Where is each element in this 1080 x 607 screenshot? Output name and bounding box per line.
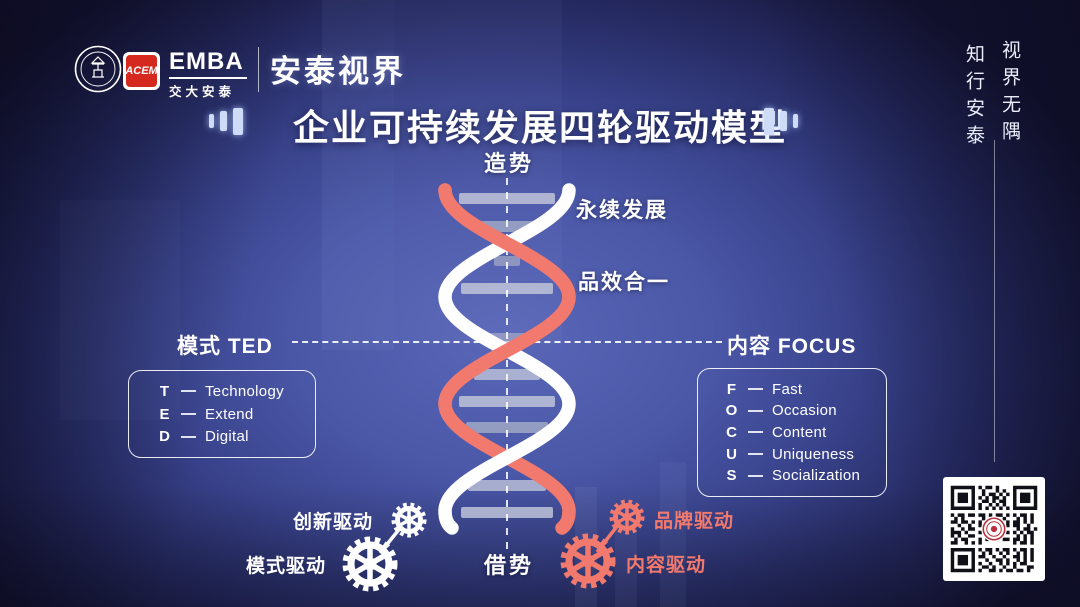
driver-label-innovation: 创新驱动: [293, 512, 374, 533]
ted-row: E Extend: [157, 406, 315, 423]
dna-label-top: 造势: [484, 151, 535, 176]
deco-bar: [764, 107, 774, 135]
connector-line: [748, 431, 763, 434]
gears-white: [342, 502, 427, 592]
ted-word: Digital: [205, 428, 249, 446]
page-title: 企业可持续发展四轮驱动模型: [292, 107, 788, 148]
brand-logotype: 安泰视界: [270, 54, 406, 89]
dna-helix-graphic: [438, 178, 576, 553]
focus-row: F Fast: [724, 381, 886, 398]
acem-logo-badge: ACEM: [123, 52, 160, 90]
focus-row: U Uniqueness: [724, 446, 886, 463]
dna-label-right-1: 永续发展: [576, 199, 668, 222]
focus-letter: F: [726, 380, 737, 398]
emba-text: EMBA: [169, 48, 244, 75]
focus-row: C Content: [724, 424, 886, 441]
focus-box: F Fast O Occasion C Content U Uniqueness…: [697, 368, 887, 497]
ted-box: T Technology E Extend D Digital: [128, 370, 316, 458]
dna-strand-white: [438, 183, 576, 535]
connector-line: [181, 435, 196, 438]
slogan-col-right: 视界无隅: [999, 40, 1020, 148]
deco-bar: [793, 114, 798, 128]
focus-letter: O: [725, 402, 738, 420]
driver-label-content: 内容驱动: [626, 555, 707, 576]
connector-line: [748, 474, 763, 477]
bg-building-shape: [660, 462, 686, 607]
focus-word: Fast: [772, 380, 803, 398]
deco-bar: [220, 111, 227, 131]
title-deco-bars-right: [764, 106, 798, 136]
ted-row: T Technology: [157, 383, 315, 400]
ted-letter: D: [159, 428, 170, 446]
connector-line: [748, 388, 763, 391]
focus-word: Occasion: [772, 402, 837, 420]
focus-word: Socialization: [772, 467, 861, 485]
university-seal-icon: [74, 45, 122, 98]
dna-label-right-2: 品效合一: [578, 271, 670, 294]
connector-line: [181, 413, 196, 415]
focus-row: O Occasion: [724, 402, 886, 419]
connector-line: [181, 390, 196, 393]
gear-large-icon: [560, 533, 616, 589]
dna-label-bottom: 借势: [484, 553, 535, 578]
emba-underline: [169, 77, 247, 79]
focus-heading: 内容 FOCUS: [727, 335, 857, 358]
connector-line: [748, 409, 763, 412]
driver-label-model: 模式驱动: [246, 556, 327, 577]
gear-large-icon: [342, 536, 398, 592]
ted-word: Technology: [205, 382, 284, 400]
focus-letter: C: [726, 423, 737, 441]
connector-line: [748, 453, 763, 456]
emba-logo: EMBA 交大安泰: [169, 50, 249, 100]
dna-strand-coral-over: [438, 183, 576, 411]
gear-small-icon: [391, 502, 427, 538]
focus-row: S Socialization: [724, 467, 886, 484]
deco-bar: [209, 114, 214, 128]
slogan-col-left: 知行安泰: [963, 44, 984, 152]
title-deco-bars-left: [209, 106, 243, 136]
ted-row: D Digital: [157, 428, 315, 445]
deco-bar: [780, 111, 787, 131]
dna-rungs: [459, 193, 555, 518]
focus-letter: U: [726, 445, 737, 463]
header-divider: [258, 47, 259, 92]
ted-letter: E: [159, 405, 170, 423]
school-name: 交大安泰: [169, 85, 236, 99]
ted-letter: T: [159, 382, 170, 400]
gear-small-icon: [609, 499, 645, 535]
qr-code: [943, 477, 1045, 581]
ted-heading: 模式 TED: [177, 335, 273, 358]
focus-letter: S: [726, 467, 737, 485]
focus-word: Uniqueness: [772, 445, 855, 463]
deco-bar: [233, 107, 243, 135]
gears-coral: [560, 499, 645, 589]
focus-word: Content: [772, 423, 827, 441]
ted-word: Extend: [205, 405, 254, 423]
acem-logo-text: ACEM: [125, 55, 158, 87]
vertical-rule: [994, 140, 995, 462]
driver-label-brand: 品牌驱动: [654, 511, 735, 532]
